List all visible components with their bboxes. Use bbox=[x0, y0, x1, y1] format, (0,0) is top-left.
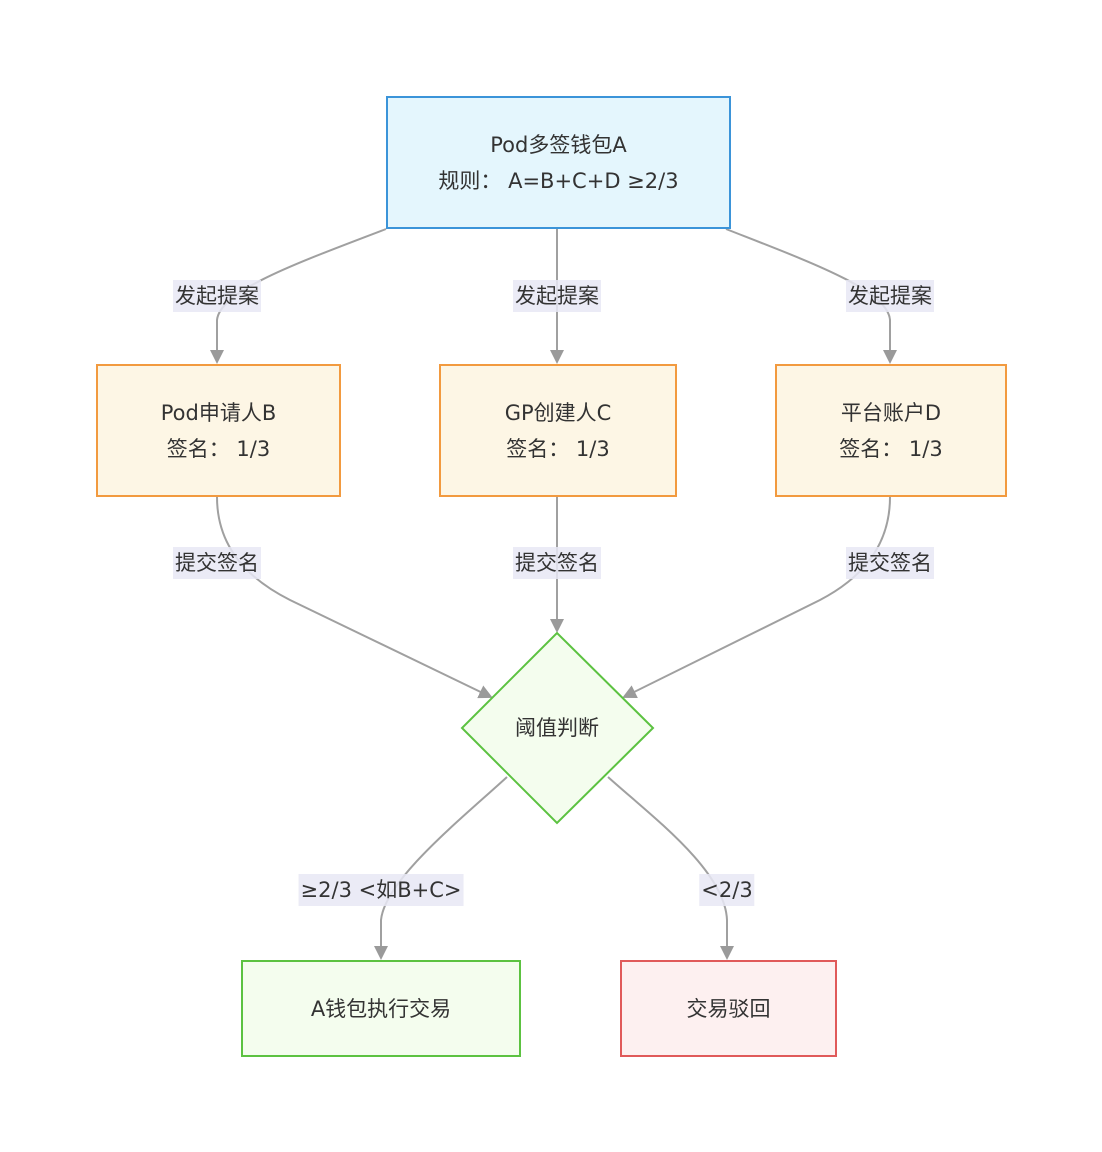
applicant-signature: 签名： 1/3 bbox=[166, 436, 271, 461]
threshold-diamond-shape bbox=[460, 631, 655, 825]
reject-node: 交易驳回 bbox=[620, 960, 837, 1057]
reject-label: 交易驳回 bbox=[686, 996, 771, 1021]
wallet-title: Pod多签钱包A bbox=[490, 132, 627, 157]
wallet-rule: 规则： A=B+C+D ≥2/3 bbox=[438, 168, 679, 193]
threshold-label: 阈值判断 bbox=[515, 716, 599, 740]
edge-threshold-to-execute bbox=[374, 776, 508, 960]
creator-node: GP创建人C 签名： 1/3 bbox=[439, 364, 677, 497]
platform-title: 平台账户D bbox=[840, 400, 942, 425]
edge-threshold-to-reject bbox=[607, 776, 734, 960]
edge-label-pass: ≥2/3 <如B+C> bbox=[298, 874, 464, 906]
creator-title: GP创建人C bbox=[504, 400, 612, 425]
applicant-node: Pod申请人B 签名： 1/3 bbox=[96, 364, 341, 497]
edge-platform-to-threshold bbox=[622, 496, 891, 698]
creator-signature: 签名： 1/3 bbox=[506, 436, 610, 461]
edge-wallet-to-platform bbox=[725, 228, 897, 364]
edge-label-propose-d: 发起提案 bbox=[846, 280, 934, 312]
edge-label-fail: <2/3 bbox=[699, 874, 755, 906]
platform-node: 平台账户D 签名： 1/3 bbox=[775, 364, 1007, 497]
edge-label-submit-d: 提交签名 bbox=[846, 547, 934, 579]
applicant-title: Pod申请人B bbox=[160, 400, 277, 425]
platform-signature: 签名： 1/3 bbox=[839, 436, 943, 461]
execute-node: A钱包执行交易 bbox=[241, 960, 521, 1057]
edge-label-submit-b: 提交签名 bbox=[173, 547, 261, 579]
edge-label-submit-c: 提交签名 bbox=[513, 547, 601, 579]
wallet-node: Pod多签钱包A 规则： A=B+C+D ≥2/3 bbox=[386, 96, 731, 229]
edge-applicant-to-threshold bbox=[216, 496, 493, 699]
edge-wallet-to-applicant bbox=[210, 228, 387, 364]
execute-label: A钱包执行交易 bbox=[310, 996, 452, 1021]
edge-label-propose-c: 发起提案 bbox=[513, 280, 601, 312]
edge-label-propose-b: 发起提案 bbox=[173, 280, 261, 312]
